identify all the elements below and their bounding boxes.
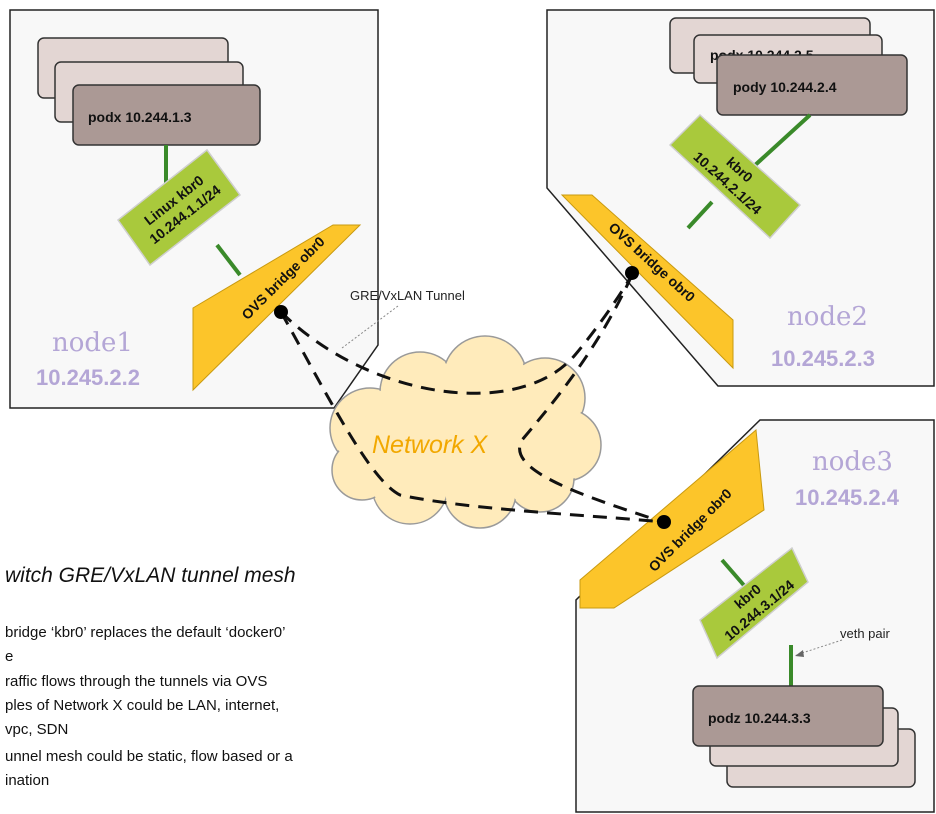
node2-kbr-obr-link [686,200,714,230]
tunnel-annotation: GRE/VxLAN Tunnel [350,288,465,303]
node3-ip: 10.245.2.4 [795,485,900,510]
node3-kbr0 [699,546,809,660]
node2-pod-link [751,113,812,169]
description-line-4: ples of Network X could be LAN, internet… [5,697,279,714]
description-line-2: e [5,648,13,665]
node3-tunnel-endpoint [657,515,671,529]
network-cloud [329,335,602,529]
node1-ip: 10.245.2.2 [36,365,140,390]
node3-pod-front-label: podz 10.244.3.3 [708,710,811,726]
node2-kbr0 [668,113,802,240]
node1-kbr-obr-link [215,243,242,277]
network-label: Network X [372,431,489,459]
node1-kbr0 [116,148,242,267]
description-line-6: unnel mesh could be static, flow based o… [5,748,293,765]
description-line-1: bridge ‘kbr0’ replaces the default ‘dock… [5,624,285,641]
node2-ip: 10.245.2.3 [771,346,875,371]
tunnel-mesh [279,274,664,524]
node1-pod-front-label: podx 10.244.1.3 [88,109,192,125]
node3-name: node3 [812,447,893,477]
veth-annotation: veth pair [840,626,891,641]
veth-annotation-pointer [795,639,843,656]
node3-pod-front [692,685,884,747]
node2-pod-front [716,54,908,116]
description-line-7: ination [5,772,49,789]
node1-name: node1 [52,328,133,358]
node2-name: node2 [787,302,868,332]
node2-pod-front-label: pody 10.244.2.4 [733,79,837,95]
description-title: witch GRE/VxLAN tunnel mesh [5,564,296,587]
node1-tunnel-endpoint [274,305,288,319]
node2-tunnel-endpoint [625,266,639,280]
node3-ovs-bridge [579,429,765,609]
node2-ovs-bridge [560,194,734,370]
description-line-5: vpc, SDN [5,721,68,738]
description-line-3: raffic flows through the tunnels via OVS [5,673,267,690]
tunnel-node1-node3 [279,311,664,524]
veth-arrowhead [795,650,804,657]
